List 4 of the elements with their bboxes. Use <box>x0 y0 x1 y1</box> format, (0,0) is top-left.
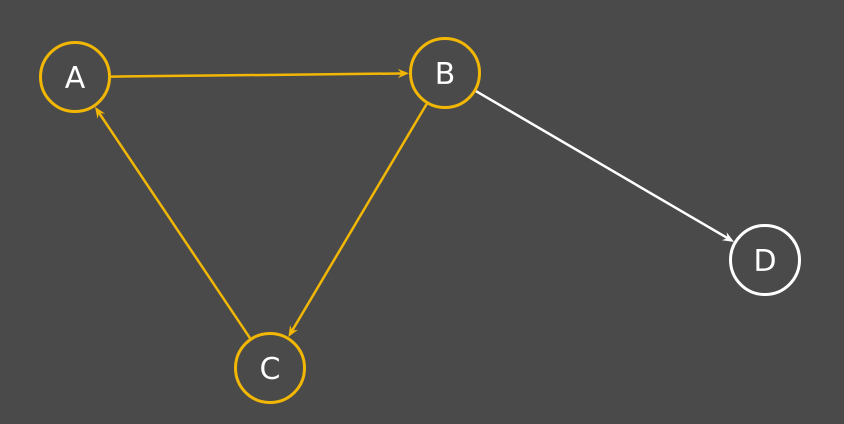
circle-node: B <box>409 37 481 109</box>
circle-node: A <box>39 41 111 113</box>
circle-node: C <box>234 332 306 404</box>
circle-node: D <box>729 224 801 296</box>
